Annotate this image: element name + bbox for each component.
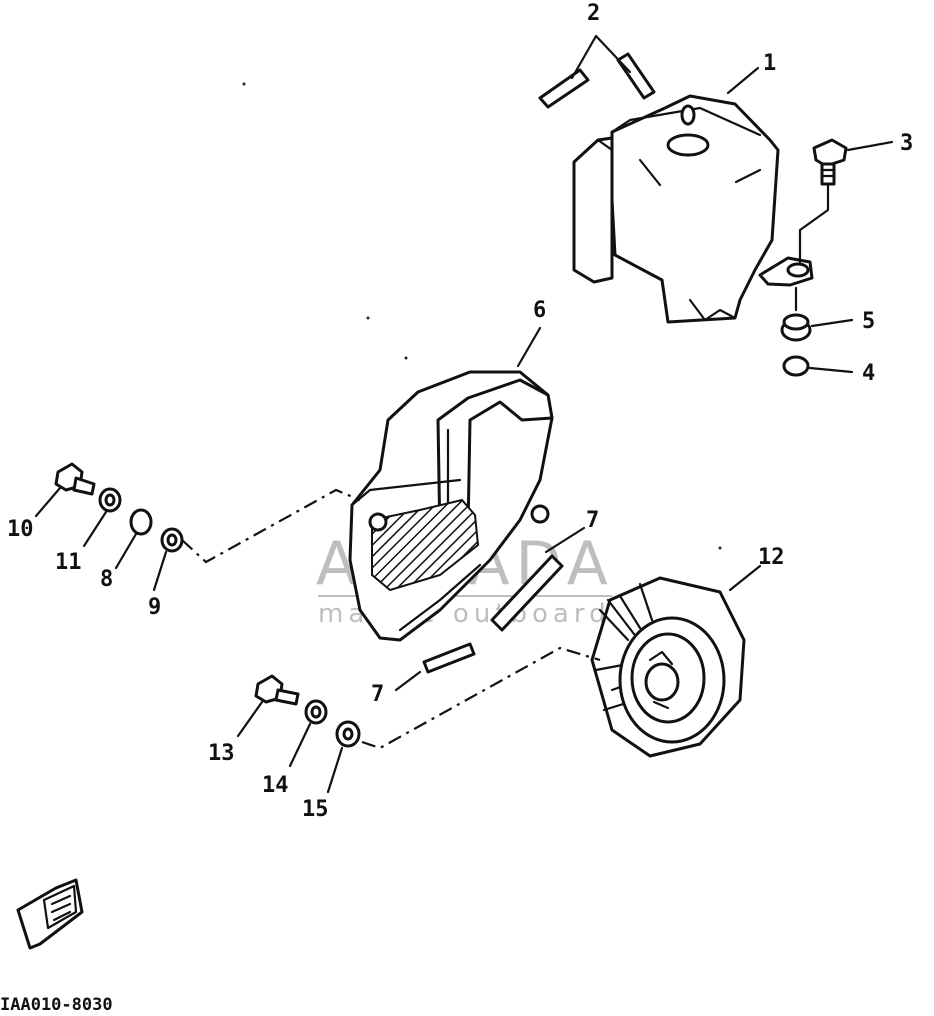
part-10-bolt [34, 462, 96, 518]
part-14-washer [288, 699, 328, 768]
part-1-cover [572, 66, 814, 324]
front-arrow-icon [16, 878, 84, 950]
assembly-line-right [361, 646, 601, 750]
speck-4 [366, 316, 370, 320]
diagram-code: IAA010-8030 [0, 995, 113, 1015]
part-9-nut [152, 527, 184, 592]
part-7-key-upper [490, 526, 586, 632]
part-3-bolt [798, 138, 894, 264]
callout-10: 10 [7, 517, 34, 542]
callout-3: 3 [900, 131, 913, 156]
part-6-starter-case [348, 326, 554, 642]
callout-1: 1 [763, 51, 776, 76]
part-2-pins [538, 34, 656, 109]
speck-1 [242, 82, 246, 86]
callout-7-lower: 7 [371, 682, 384, 707]
callout-8: 8 [100, 567, 113, 592]
assembly-line-left [181, 488, 361, 564]
part-11-washer [82, 487, 122, 548]
callout-2: 2 [587, 1, 600, 26]
part-5-grommet [780, 286, 854, 342]
part-13-bolt [236, 674, 300, 738]
part-7-key-lower [394, 642, 476, 692]
part-12-flywheel [590, 564, 762, 758]
callout-6: 6 [533, 298, 546, 323]
callout-14: 14 [262, 773, 289, 798]
callout-15: 15 [302, 797, 329, 822]
callout-7-upper: 7 [586, 508, 599, 533]
part-15-nut [326, 720, 361, 794]
callout-11: 11 [55, 550, 82, 575]
callout-12: 12 [758, 545, 785, 570]
speck-2 [404, 356, 408, 360]
callout-4: 4 [862, 361, 875, 386]
callout-13: 13 [208, 741, 235, 766]
callout-9: 9 [148, 595, 161, 620]
part-4-collar [782, 355, 854, 377]
part-8-collar [114, 508, 153, 570]
speck-3 [718, 546, 722, 550]
callout-5: 5 [862, 309, 875, 334]
